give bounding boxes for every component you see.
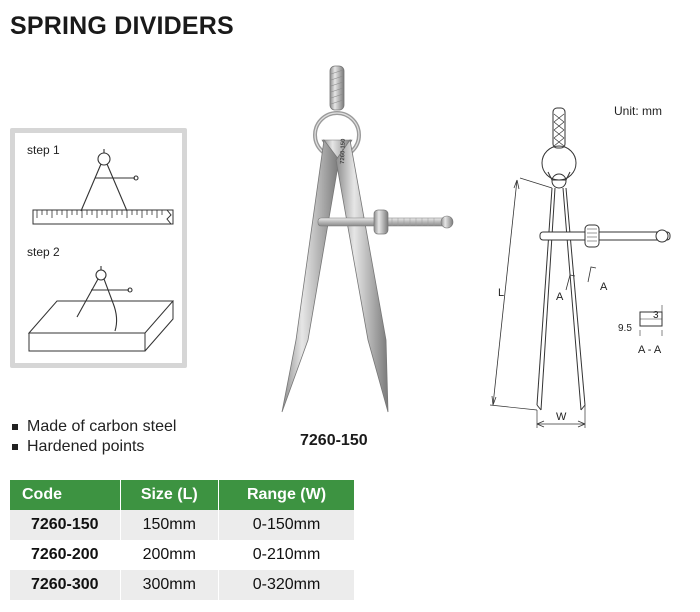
step-2-label: step 2 <box>27 245 60 259</box>
table-row: 7260-300 300mm 0-320mm <box>10 570 354 600</box>
model-label: 7260-150 <box>300 432 368 449</box>
cell-range: 0-210mm <box>218 540 354 570</box>
bullet-icon <box>12 444 18 450</box>
usage-steps-inner: step 1 step 2 <box>15 133 182 363</box>
cell-range: 0-150mm <box>218 510 354 540</box>
cell-size: 150mm <box>120 510 220 540</box>
cell-size: 200mm <box>120 540 220 570</box>
spec-table: Code Size (L) Range (W) 7260-150 150mm 0… <box>10 480 354 600</box>
bullet-icon <box>12 424 18 430</box>
table-row: 7260-150 150mm 0-150mm <box>10 510 354 540</box>
unit-label: Unit: mm <box>614 104 662 118</box>
feature-list: Made of carbon steel Hardened points <box>12 417 176 457</box>
divider-step2-illustration <box>76 266 133 332</box>
adjusting-nut-icon <box>373 209 389 235</box>
cell-code: 7260-300 <box>10 570 121 600</box>
product-illustrations: 7260-150 <box>281 65 671 428</box>
divider-step1-illustration <box>80 149 139 212</box>
section-caption: A - A <box>638 344 662 356</box>
cell-code: 7260-200 <box>10 540 121 570</box>
feature-item: Hardened points <box>12 437 176 457</box>
cell-size: 300mm <box>120 570 220 600</box>
dimension-length-label: L <box>498 287 504 299</box>
table-row: 7260-200 200mm 0-210mm <box>10 540 354 570</box>
dimension-width-label: W <box>556 411 567 423</box>
dimension-thickness-label: 3 <box>653 310 659 321</box>
feature-item: Made of carbon steel <box>12 417 176 437</box>
left-leg-icon <box>281 138 340 413</box>
cell-code: 7260-150 <box>10 510 121 540</box>
technical-drawing <box>489 107 671 428</box>
page-title: SPRING DIVIDERS <box>10 12 234 40</box>
header-range: Range (W) <box>218 480 354 510</box>
spring-divider-photo: 7260-150 <box>281 65 454 413</box>
table-header-row: Code Size (L) Range (W) <box>10 480 354 510</box>
right-leg-icon <box>335 138 389 413</box>
usage-steps-panel: step 1 step 2 <box>10 128 187 368</box>
header-size: Size (L) <box>120 480 220 510</box>
block-illustration <box>27 300 175 352</box>
usage-steps-illustration <box>27 149 175 352</box>
section-mark-a-left: A <box>556 291 564 303</box>
step-1-label: step 1 <box>27 143 60 157</box>
feature-text: Hardened points <box>27 438 145 455</box>
section-mark-a-right: A <box>600 281 608 293</box>
ruler-illustration <box>32 209 174 225</box>
header-code: Code <box>10 480 121 510</box>
dimension-section-width-label: 9.5 <box>618 323 632 334</box>
feature-text: Made of carbon steel <box>27 418 177 435</box>
engraving-text: 7260-150 <box>340 138 347 164</box>
cell-range: 0-320mm <box>218 570 354 600</box>
